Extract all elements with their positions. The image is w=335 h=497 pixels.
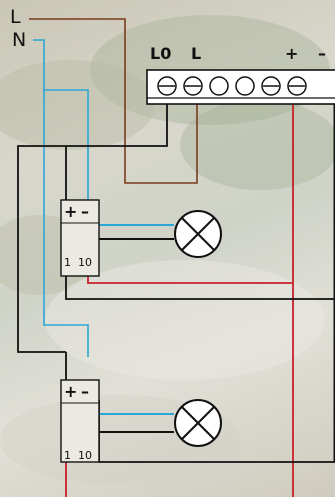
module1-minus-return	[65, 262, 335, 300]
phase-wire	[29, 18, 198, 184]
terminal-label-plus: +	[285, 44, 299, 63]
module2-pin-10: 10	[78, 449, 92, 462]
module2-plus-label: +	[64, 382, 78, 401]
terminal-screw-1	[157, 76, 177, 96]
neutral-wire	[33, 39, 89, 206]
lamp-icon	[174, 399, 222, 447]
terminal-label-l0: L0	[150, 44, 172, 63]
terminal-screw-6	[287, 76, 307, 96]
module1-minus-label: –	[81, 202, 89, 221]
module1-pin-10: 10	[78, 256, 92, 269]
terminal-screw-2	[183, 76, 203, 96]
neutral-label: N	[12, 29, 27, 51]
neutral-wire-branch	[43, 90, 89, 357]
module2-minus-label: –	[81, 382, 89, 401]
module1-pin-1: 1	[64, 256, 71, 269]
phase-label: L	[10, 6, 21, 28]
lamp-icon	[174, 210, 222, 258]
module2-pin-1: 1	[64, 449, 71, 462]
terminal-screw-3	[209, 76, 229, 96]
module1-plus-label: +	[64, 202, 78, 221]
l0-feed-wire	[17, 88, 168, 353]
terminal-screw-5	[261, 76, 281, 96]
terminal-label-minus: –	[318, 44, 326, 63]
terminal-screw-4	[235, 76, 255, 96]
module1-body	[60, 199, 100, 277]
module2-body	[60, 379, 100, 463]
terminal-label-l: L	[191, 44, 202, 63]
module1-plus-link	[87, 262, 293, 284]
